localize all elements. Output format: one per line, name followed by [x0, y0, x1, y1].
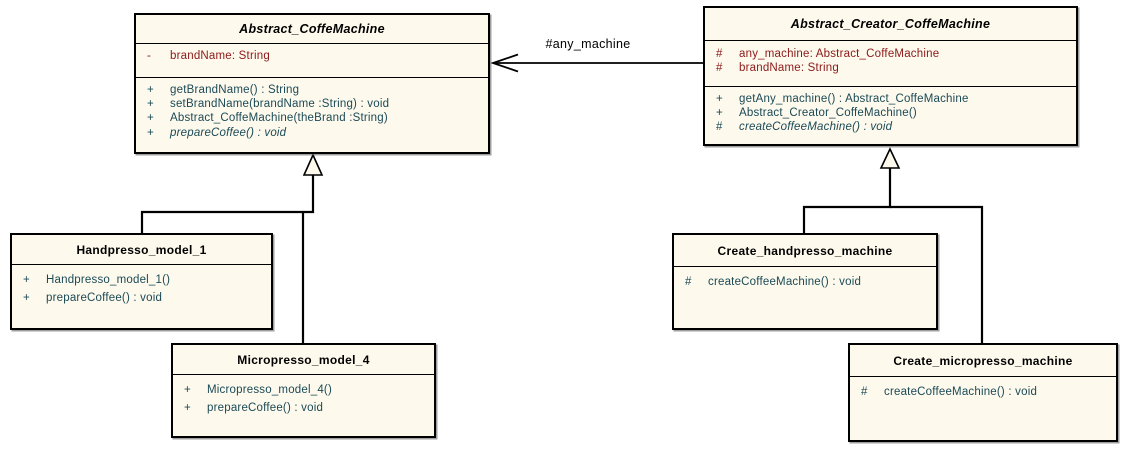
visibility-marker: +: [23, 274, 30, 286]
visibility-marker: #: [861, 386, 868, 398]
visibility-marker: +: [716, 93, 723, 105]
attribute-row: - brandName: String: [136, 49, 488, 63]
class-title: Create_handpresso_machine: [717, 243, 893, 258]
methods-compartment: + Micropresso_model_4() + prepareCoffee(…: [173, 374, 434, 436]
attribute-row: # any_machine: Abstract_CoffeMachine: [705, 47, 1076, 61]
visibility-marker: +: [716, 107, 723, 120]
attribute-text: brandName: String: [170, 50, 270, 62]
method-text: getBrandName() : String: [170, 84, 300, 96]
method-row: + prepareCoffee() : void: [173, 399, 434, 417]
method-text: Abstract_CoffeMachine(theBrand :String): [170, 112, 388, 125]
attribute-row: # brandName: String: [705, 61, 1076, 75]
attribute-text: brandName: String: [739, 62, 839, 75]
attributes-compartment: - brandName: String: [136, 43, 488, 77]
method-text: setBrandName(brandName :String) : void: [170, 98, 390, 111]
visibility-marker: +: [184, 384, 191, 396]
class-title: Abstract_Creator_CoffeMachine: [790, 17, 991, 31]
class-title: Micropresso_model_4: [237, 352, 370, 367]
method-row: # createCoffeeMachine() : void: [674, 273, 936, 291]
method-text: createCoffeeMachine() : void: [739, 121, 893, 134]
method-text: createCoffeeMachine() : void: [884, 386, 1038, 398]
method-text: createCoffeeMachine() : void: [708, 276, 862, 288]
generalization-edge-handpresso: [140, 175, 315, 233]
method-text: Micropresso_model_4(): [207, 384, 332, 396]
visibility-marker: +: [147, 84, 154, 96]
method-row: + setBrandName(brandName :String) : void: [136, 97, 488, 111]
method-text: getAny_machine() : Abstract_CoffeMachine: [739, 93, 969, 105]
class-handpresso-model-1: Handpresso_model_1 + Handpresso_model_1(…: [10, 233, 273, 330]
class-abstract-coffemachine: Abstract_CoffeMachine - brandName: Strin…: [134, 13, 490, 154]
class-title: Abstract_CoffeMachine: [239, 22, 385, 36]
method-row: + Handpresso_model_1(): [12, 271, 271, 289]
generalization-edge-create-micropresso: [890, 205, 984, 343]
method-text: prepareCoffee() : void: [207, 402, 324, 414]
class-abstract-creator-coffemachine: Abstract_Creator_CoffeMachine # any_mach…: [703, 6, 1078, 146]
attribute-text: any_machine: Abstract_CoffeMachine: [739, 48, 940, 60]
visibility-marker: +: [147, 126, 154, 139]
methods-compartment: + getBrandName() : String + setBrandName…: [136, 77, 488, 152]
method-text: prepareCoffee() : void: [46, 292, 163, 304]
attributes-compartment: # any_machine: Abstract_CoffeMachine # b…: [705, 40, 1076, 86]
visibility-marker: #: [716, 121, 723, 134]
method-row: # createCoffeeMachine() : void: [850, 383, 1116, 401]
class-micropresso-model-4: Micropresso_model_4 + Micropresso_model_…: [171, 343, 436, 438]
generalization-edge-create-handpresso: [802, 168, 892, 233]
method-row: + getBrandName() : String: [136, 83, 488, 97]
method-row-abstract: # createCoffeeMachine() : void: [705, 120, 1076, 134]
inheritance-triangle-right: [879, 147, 901, 169]
method-row: + Abstract_Creator_CoffeMachine(): [705, 106, 1076, 120]
methods-compartment: + Handpresso_model_1() + prepareCoffee()…: [12, 264, 271, 328]
class-create-micropresso-machine: Create_micropresso_machine # createCoffe…: [848, 343, 1118, 442]
visibility-marker: #: [685, 276, 692, 288]
class-title: Handpresso_model_1: [76, 242, 207, 257]
method-text: prepareCoffee() : void: [170, 126, 287, 139]
class-title: Create_micropresso_machine: [893, 353, 1073, 368]
methods-compartment: + getAny_machine() : Abstract_CoffeMachi…: [705, 86, 1076, 144]
method-row: + getAny_machine() : Abstract_CoffeMachi…: [705, 92, 1076, 106]
association-label-any-machine: #any_machine: [545, 37, 631, 51]
association-open-arrowhead: [490, 53, 519, 73]
inheritance-triangle-left: [302, 153, 324, 176]
class-create-handpresso-machine: Create_handpresso_machine # createCoffee…: [672, 233, 938, 330]
visibility-marker: +: [23, 292, 30, 304]
method-text: Handpresso_model_1(): [46, 274, 171, 286]
visibility-marker: +: [147, 98, 154, 111]
method-text: Abstract_Creator_CoffeMachine(): [739, 107, 917, 120]
visibility-marker: +: [184, 402, 191, 414]
visibility-marker: +: [147, 112, 154, 125]
method-row: + prepareCoffee() : void: [12, 289, 271, 307]
method-row-abstract: + prepareCoffee() : void: [136, 126, 488, 140]
visibility-marker: #: [716, 62, 723, 75]
visibility-marker: -: [147, 50, 152, 62]
method-row: + Micropresso_model_4(): [173, 381, 434, 399]
method-row: + Abstract_CoffeMachine(theBrand :String…: [136, 111, 488, 125]
methods-compartment: # createCoffeeMachine() : void: [674, 266, 936, 328]
methods-compartment: # createCoffeeMachine() : void: [850, 376, 1116, 440]
visibility-marker: #: [716, 48, 723, 60]
